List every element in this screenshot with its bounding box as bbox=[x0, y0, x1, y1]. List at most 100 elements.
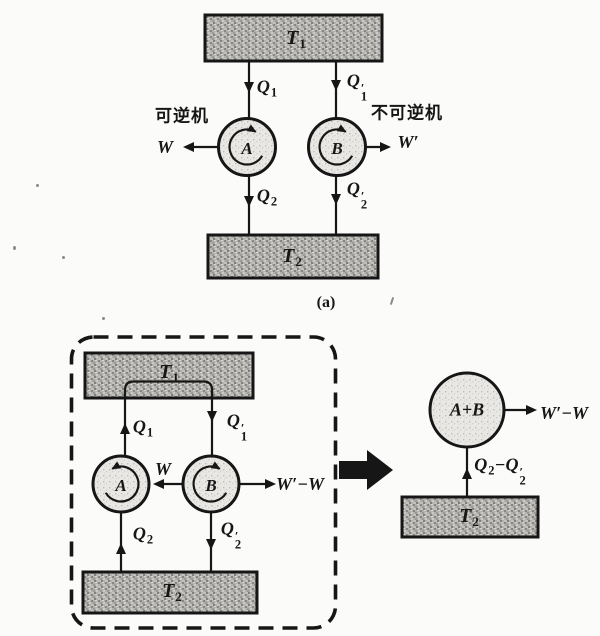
work-label-w-a: W bbox=[156, 137, 174, 157]
net-heat-label-combined: Q2−Q′2 bbox=[474, 454, 526, 487]
scan-speck bbox=[102, 317, 105, 320]
arrowhead-left-w-b bbox=[153, 479, 164, 489]
math-base: Q bbox=[132, 416, 146, 437]
math-sub: 2 bbox=[175, 589, 182, 604]
arrowhead-up-net-heat bbox=[462, 468, 472, 479]
hot-reservoir-b bbox=[83, 351, 255, 400]
math-base: Q bbox=[505, 454, 519, 475]
cold-reservoir-combined bbox=[400, 495, 540, 539]
heat-label-q1-b: Q1 bbox=[133, 417, 153, 439]
cold-reservoir-label-combined: T2 bbox=[459, 506, 479, 528]
rotation-arrow-a-counterclockwise bbox=[104, 461, 140, 503]
math-base: T bbox=[282, 245, 295, 267]
arrowhead-right-net-work-combined bbox=[526, 405, 537, 415]
scan-speck bbox=[13, 246, 16, 250]
math-base: T bbox=[159, 361, 172, 383]
arrowhead-up-q2-b bbox=[116, 543, 126, 554]
cold-reservoir-label-a: T2 bbox=[282, 246, 302, 268]
math-base: Q bbox=[226, 410, 240, 431]
math-prime: ′ bbox=[360, 81, 365, 96]
math-sub: 2 bbox=[295, 254, 302, 269]
prime-sub-stack: ′1 bbox=[360, 81, 368, 103]
math-sub: 2 bbox=[472, 514, 479, 529]
math-base: A bbox=[241, 139, 253, 158]
rotation-arrow-b-clockwise bbox=[318, 124, 354, 166]
prime-sub-stack: ′2 bbox=[234, 529, 242, 551]
reversible-engine-label: 可逆机 bbox=[155, 106, 209, 126]
heat-path-through-hot-reservoir bbox=[123, 380, 214, 456]
arrowhead-down-q2p-a bbox=[331, 194, 341, 205]
math-base: Q bbox=[346, 70, 360, 91]
math-base: A+B bbox=[449, 399, 485, 420]
rotation-arrow-a-clockwise bbox=[228, 124, 264, 166]
math-sub: 1 bbox=[270, 85, 278, 100]
prime-sub-stack: ′2 bbox=[519, 465, 526, 487]
math-base: Q bbox=[132, 523, 146, 544]
hot-reservoir-label-b: T1 bbox=[159, 362, 179, 384]
math-base: T bbox=[162, 580, 175, 602]
math-prime: ′ bbox=[519, 465, 523, 480]
hot-reservoir-label-a: T1 bbox=[286, 28, 306, 50]
work-label-wp-a: W′ bbox=[397, 132, 419, 152]
math-base: Q bbox=[220, 518, 234, 539]
arrowhead-down-q1p-b bbox=[207, 411, 217, 422]
math-sub: 2 bbox=[360, 197, 368, 211]
math-base: Q bbox=[346, 178, 360, 199]
caption-a: (a) bbox=[316, 294, 336, 311]
engine-letter-a: A bbox=[241, 140, 252, 158]
math-prime: ′ bbox=[234, 529, 239, 544]
combined-engine-label: A+B bbox=[450, 401, 484, 420]
math-prime: ′ bbox=[240, 421, 245, 436]
math-sub: 2 bbox=[234, 537, 242, 551]
math-sub: 1 bbox=[299, 36, 306, 51]
heat-label-q2p-a: Q′2 bbox=[346, 178, 368, 211]
scan-speck bbox=[36, 184, 39, 187]
prime-sub-stack: ′2 bbox=[360, 189, 368, 211]
scan-speck bbox=[62, 256, 65, 259]
cold-reservoir-b bbox=[81, 570, 259, 615]
math-base: Q bbox=[256, 76, 270, 97]
net-work-label-combined: W′−W bbox=[540, 403, 588, 423]
arrowhead-down-q2-a bbox=[244, 196, 254, 207]
math-base: T bbox=[459, 505, 472, 527]
math-sub: 2 bbox=[488, 463, 495, 478]
engine-letter-b: B bbox=[331, 140, 342, 158]
math-sub: 1 bbox=[146, 425, 154, 440]
math-sub: 1 bbox=[240, 429, 248, 443]
irreversible-engine-label: 不可逆机 bbox=[371, 103, 443, 123]
system-boundary-dashed-box bbox=[69, 335, 338, 630]
combined-shapes bbox=[339, 371, 540, 539]
arrowhead-right-wp-a bbox=[380, 142, 391, 152]
prime-sub-stack: ′1 bbox=[240, 421, 248, 443]
heat-label-q2-b: Q2 bbox=[133, 524, 153, 546]
math-base: B bbox=[205, 476, 217, 495]
math-base: Q bbox=[256, 185, 270, 206]
diagram-a-shapes bbox=[183, 13, 391, 280]
heat-label-q1-a: Q1 bbox=[257, 77, 277, 99]
diagram-b-shapes bbox=[69, 335, 338, 630]
cold-reservoir-a bbox=[206, 233, 380, 280]
math-base: A bbox=[115, 476, 127, 495]
rotation-arrow-b2-clockwise bbox=[192, 461, 228, 503]
arrowhead-down-q2p-b bbox=[206, 539, 216, 550]
math-sub: 1 bbox=[172, 370, 179, 385]
heat-label-q1p-a: Q′1 bbox=[346, 70, 368, 103]
engine-letter-b2: B bbox=[205, 477, 216, 495]
math-sub: 1 bbox=[360, 89, 368, 103]
math-sub: 2 bbox=[519, 473, 526, 487]
arrowhead-up-q1-b bbox=[120, 423, 130, 434]
heat-label-q2p-b: Q′2 bbox=[220, 518, 242, 551]
net-work-label-b: W′−W bbox=[276, 474, 324, 494]
internal-work-label: W bbox=[154, 459, 172, 479]
math-base: B bbox=[331, 139, 343, 158]
heat-label-q1p-b: Q′1 bbox=[226, 410, 248, 443]
arrowhead-right-net-work-b bbox=[265, 479, 276, 489]
math-prime: ′ bbox=[360, 189, 365, 204]
math-operator: − bbox=[494, 454, 506, 475]
math-base: T bbox=[286, 27, 299, 49]
engine-circle-a bbox=[217, 117, 277, 177]
math-base: Q bbox=[474, 454, 488, 475]
implication-arrow bbox=[339, 450, 393, 490]
